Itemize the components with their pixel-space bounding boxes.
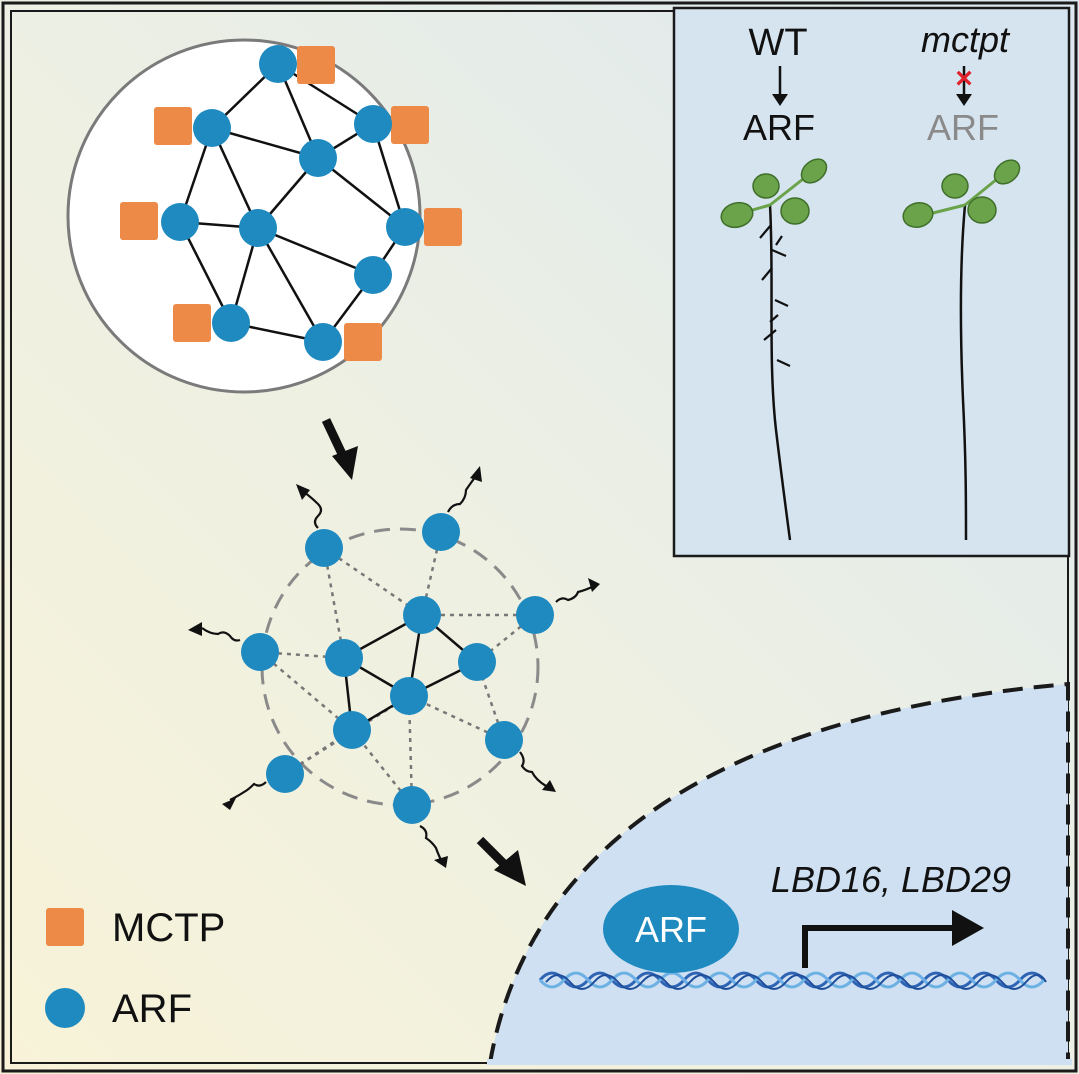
mutant-seedling (902, 159, 1021, 541)
arf-node (354, 105, 392, 143)
legend-arf-label: ARF (112, 987, 192, 1031)
arf-node (304, 323, 342, 361)
arf-bound-label: ARF (635, 909, 707, 950)
dispersing-arf-cluster (188, 466, 600, 868)
mutant-leaf (967, 196, 997, 224)
wt-leaf (780, 197, 810, 225)
arf-node (241, 633, 279, 671)
nucleus (487, 681, 1070, 1065)
mctp-square (344, 323, 382, 361)
mutant-primary-root (959, 204, 968, 541)
wt-primary-root (768, 204, 792, 541)
arf-node (333, 711, 371, 749)
mutant-leaf (941, 173, 969, 199)
mutant-label: mctpt (921, 19, 1011, 60)
mctp-square (297, 46, 335, 84)
transcription-arrow (802, 910, 984, 968)
mctp-square (173, 304, 211, 342)
arf-node (390, 677, 428, 715)
arf-node (299, 139, 337, 177)
down-arrow (321, 418, 358, 480)
mutant-leaf (902, 202, 934, 228)
release-arrows (188, 466, 600, 868)
legend-mctp-swatch (46, 908, 84, 946)
released-arf-nodes (241, 513, 554, 824)
wt-label: WT (748, 22, 807, 64)
wt-leaf (752, 173, 780, 199)
arf-node (325, 639, 363, 677)
mutant-column: mctpt × ARF (921, 19, 1011, 148)
arf-node (422, 513, 460, 551)
dna-helix (538, 971, 1047, 990)
arf-node (239, 209, 277, 247)
arf-node (354, 256, 392, 294)
inset-panel (672, 6, 1071, 558)
wt-leaf (800, 158, 828, 184)
arf-node (386, 208, 424, 246)
legend-mctp-label: MCTP (112, 906, 225, 950)
legend-arf-swatch (45, 988, 85, 1028)
wt-arrowhead (772, 94, 788, 106)
mctp-square (120, 202, 158, 240)
wt-column: WT ARF (743, 22, 815, 148)
nucleus-arrow (476, 836, 526, 886)
arf-bound-protein: ARF (603, 885, 739, 973)
arf-node (516, 596, 554, 634)
mutant-arrowhead (956, 94, 972, 106)
arf-nodes (161, 45, 424, 361)
wt-target-label: ARF (743, 107, 815, 148)
legend: MCTP ARF (45, 906, 225, 1031)
arf-node (403, 596, 441, 634)
block-mark: × (955, 62, 973, 95)
arf-node (161, 203, 199, 241)
target-genes-label: LBD16, LBD29 (771, 859, 1011, 900)
mutant-leaf (993, 159, 1021, 185)
arf-node (458, 643, 496, 681)
mctp-square (154, 107, 192, 145)
arf-node (259, 45, 297, 83)
arf-node (193, 109, 231, 147)
mctp-squares (120, 46, 462, 361)
arf-node (305, 529, 343, 567)
mctp-arf-condensate (66, 38, 462, 394)
wt-lateral-roots (759, 224, 791, 367)
arf-node (485, 721, 523, 759)
arf-node (266, 755, 304, 793)
arf-node (393, 786, 431, 824)
wt-leaf (720, 201, 754, 229)
mctp-square (391, 106, 429, 144)
mctp-square (424, 208, 462, 246)
arf-node (212, 304, 250, 342)
wt-seedling (720, 158, 828, 541)
mutant-target-label: ARF (927, 107, 999, 148)
